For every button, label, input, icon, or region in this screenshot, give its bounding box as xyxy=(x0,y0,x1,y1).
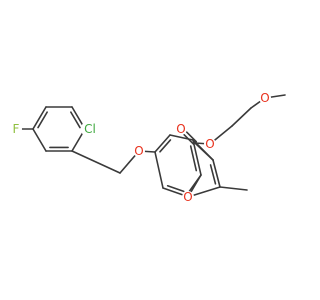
carbonyl-oxygen-atom: O xyxy=(175,122,187,136)
bond-a5-ch2 xyxy=(71,150,121,174)
bond-a1-a2-inner xyxy=(37,111,48,129)
bond-a3-a4-inner xyxy=(70,111,81,129)
bond-b7-b6 xyxy=(162,187,187,197)
bond-layer xyxy=(15,94,286,198)
chlorine-label: Cl xyxy=(84,122,96,136)
bond-a1-a2 xyxy=(32,106,47,130)
fluorine-atom: F xyxy=(10,122,22,136)
methoxy-oxygen-label: O xyxy=(260,91,269,105)
bond-b3a-b7a-inner xyxy=(189,145,198,172)
bond-c2-c3-inner xyxy=(209,164,217,185)
fluorine-label: F xyxy=(13,122,20,136)
methoxy-oxygen-atom: O xyxy=(259,91,271,105)
furan-oxygen-label: O xyxy=(183,190,192,204)
ether-oxygen-atom: O xyxy=(133,144,145,158)
bond-b6-b5 xyxy=(154,151,164,189)
atom-label-layer: F Cl O O O O O xyxy=(10,91,271,204)
bond-b7-b6-inner xyxy=(166,184,185,193)
bond-c2-c3 xyxy=(212,159,221,188)
chlorine-atom: Cl xyxy=(81,120,99,138)
bond-b5-b4 xyxy=(154,134,171,153)
carbonyl-oxygen-label: O xyxy=(176,122,185,136)
bond-e1-e2 xyxy=(231,107,252,127)
bond-b5-b4-inner xyxy=(159,139,172,153)
molecule-structure-drawing: F Cl O O O O O xyxy=(10,91,286,204)
ester-oxygen-atom: O xyxy=(204,137,216,151)
furan-oxygen-atom: O xyxy=(182,190,194,204)
ester-oxygen-label: O xyxy=(205,137,214,151)
bond-b3a-b7a xyxy=(192,139,202,176)
bond-c3-cc xyxy=(194,142,214,161)
bond-c2-me xyxy=(219,186,248,191)
bond-a6-a1 xyxy=(32,128,47,152)
ether-oxygen-label: O xyxy=(134,144,143,158)
